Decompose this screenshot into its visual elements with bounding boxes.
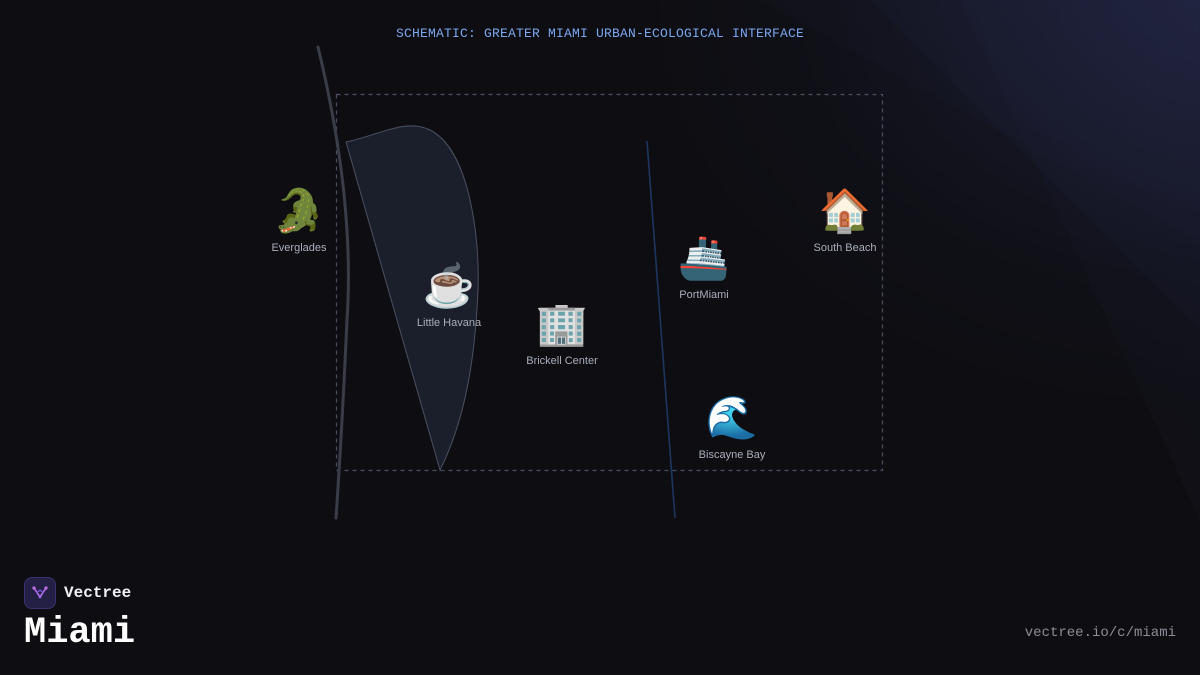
node-label: South Beach [813,242,877,254]
node-label: Everglades [271,242,327,254]
node-south-beach: 🏠 South Beach [775,186,915,254]
city-title: Miami [24,612,136,654]
urban-boundary-frame [335,93,884,472]
coffee-cup-icon: ☕ [422,262,476,309]
diagram-title: SCHEMATIC: GREATER MIAMI URBAN-ECOLOGICA… [395,26,805,41]
node-label: Little Havana [416,317,482,329]
little-havana-region [345,125,479,472]
brand-block: Vectree Miami [24,577,135,653]
alligator-icon: 🐊 [272,187,326,234]
node-brickell-center: 🏢 Brickell Center [492,299,632,367]
node-portmiami: 🚢 PortMiami [634,233,774,301]
node-everglades: 🐊 Everglades [229,186,369,254]
node-little-havana: ☕ Little Havana [379,261,519,329]
biscayne-bay-line [646,140,676,519]
page-url: vectree.io/c/miami [1024,625,1176,641]
everglades-boundary-line [316,45,350,520]
node-label: Biscayne Bay [698,449,766,461]
node-biscayne-bay: 🌊 Biscayne Bay [662,393,802,461]
brand-name: Vectree [64,584,132,602]
house-icon: 🏠 [818,187,872,234]
cruise-ship-icon: 🚢 [677,234,731,281]
node-label: Brickell Center [526,355,598,367]
office-building-icon: 🏢 [535,300,589,347]
vectree-logo-icon [24,577,56,609]
wave-icon: 🌊 [705,394,759,441]
node-label: PortMiami [679,289,729,301]
